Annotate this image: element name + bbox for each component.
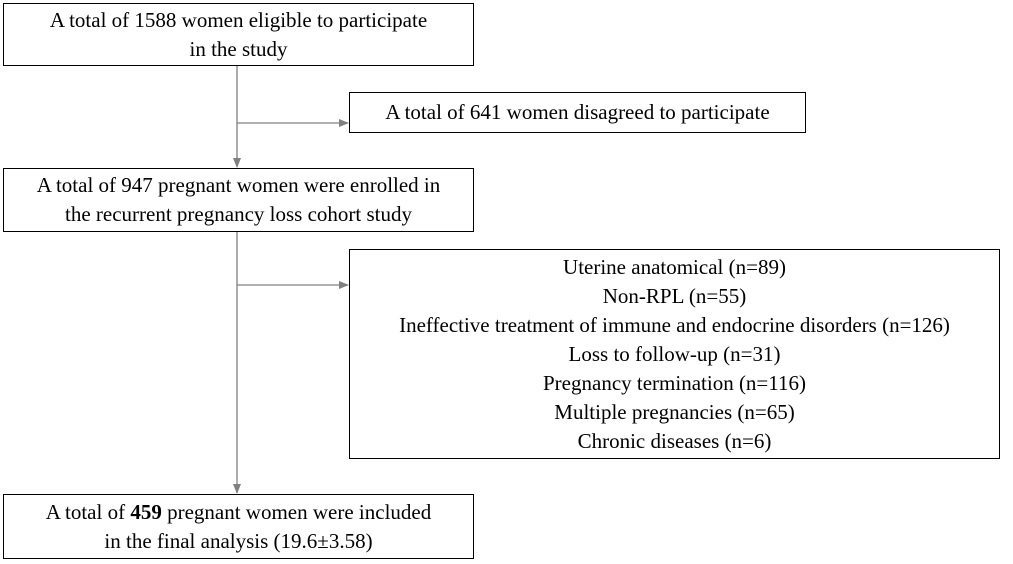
final-box: A total of 459 pregnant women were inclu…: [3, 494, 474, 559]
disagreed-text: A total of 641 women disagreed to partic…: [385, 100, 770, 124]
final-count: 459: [130, 499, 162, 524]
enrolled-line2: the recurrent pregnancy loss cohort stud…: [65, 202, 412, 226]
enrolled-line1: A total of 947 pregnant women were enrol…: [36, 173, 441, 197]
final-prefix: A total of: [45, 499, 131, 524]
enrolled-box: A total of 947 pregnant women were enrol…: [3, 168, 474, 232]
eligible-line1: A total of 1588 women eligible to partic…: [49, 7, 428, 32]
exclusion-ineffective-treatment: Ineffective treatment of immune and endo…: [399, 312, 950, 337]
disagreed-box: A total of 641 women disagreed to partic…: [349, 92, 806, 133]
final-suffix: pregnant women were included: [161, 499, 432, 524]
exclusion-multiple-pregnancies: Multiple pregnancies (n=65): [554, 399, 795, 424]
exclusion-pregnancy-termination: Pregnancy termination (n=116): [543, 370, 806, 395]
exclusion-non-rpl: Non-RPL (n=55): [602, 283, 747, 308]
exclusion-chronic-diseases: Chronic diseases (n=6): [577, 428, 772, 453]
final-line2: in the final analysis (19.6±3.58): [104, 528, 373, 553]
final-line1: A total of 459 pregnant women were inclu…: [46, 498, 431, 527]
exclusion-uterine-anatomical: Uterine anatomical (n=89): [563, 254, 786, 279]
exclusions-box: Uterine anatomical (n=89) Non-RPL (n=55)…: [349, 249, 1000, 459]
eligible-box: A total of 1588 women eligible to partic…: [3, 3, 474, 66]
exclusion-loss-to-follow-up: Loss to follow-up (n=31): [568, 341, 781, 366]
eligible-line2: in the study: [189, 36, 288, 61]
